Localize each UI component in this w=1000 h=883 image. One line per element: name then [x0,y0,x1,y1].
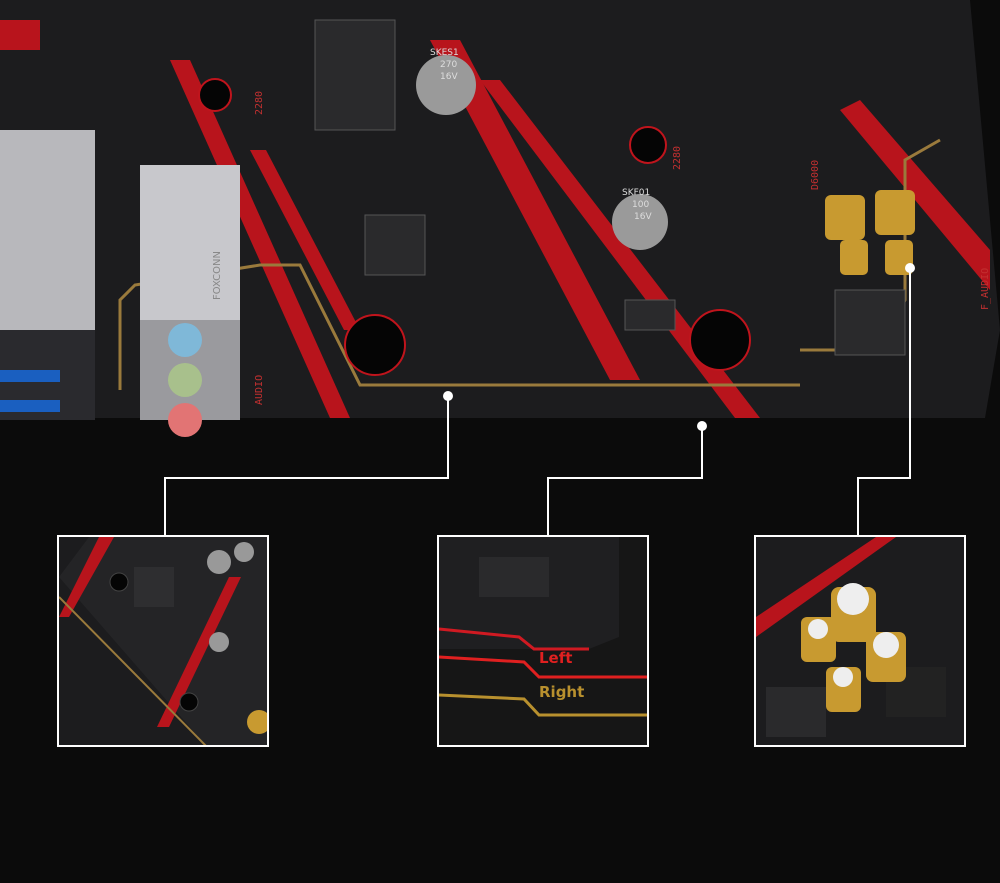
svg-text:AUDIO: AUDIO [254,375,265,405]
svg-text:D6000: D6000 [810,160,821,190]
svg-text:FOXCONN: FOXCONN [212,251,223,300]
svg-text:2280: 2280 [254,91,265,115]
callout-dots [443,263,915,431]
callout-lines [164,268,911,535]
svg-text:SKES1: SKES1 [430,48,459,58]
svg-text:100: 100 [632,200,649,210]
svg-text:270: 270 [440,60,457,70]
silkscreen-labels: 2280 2280 AUDIO F_AUDIO D6000 FOXCONN [212,91,991,405]
mounting-holes [198,78,751,376]
inset-left-right-layers: Left Right [437,535,649,747]
svg-text:SKF01: SKF01 [622,188,650,198]
svg-text:16V: 16V [634,212,652,222]
motherboard-pcb [0,0,1000,418]
inset-audio-circuit [57,535,269,747]
io-ports [0,130,240,437]
svg-text:F_AUDIO: F_AUDIO [980,268,991,310]
left-channel-label: Left [539,649,573,667]
svg-text:2280: 2280 [672,146,683,170]
inset-audio-capacitors [754,535,966,747]
svg-text:16V: 16V [440,72,458,82]
right-channel-label: Right [539,683,585,701]
gold-capacitors [825,190,915,275]
capacitor-2: SKF01 100 16V [612,188,668,250]
chips [314,19,906,356]
capacitor-1: SKES1 270 16V [416,48,476,115]
gold-trace [118,263,800,390]
